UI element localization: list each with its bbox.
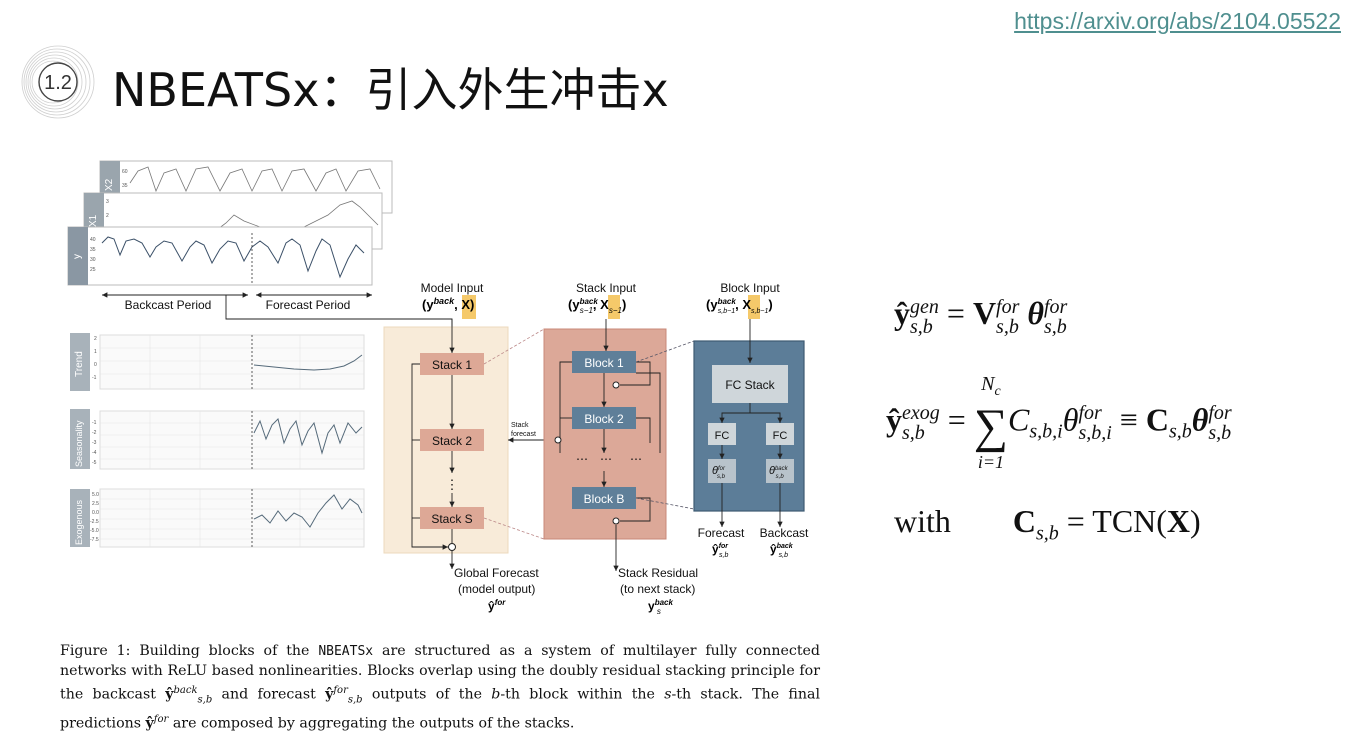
section-badge: 1.2 xyxy=(21,45,95,119)
arxiv-link[interactable]: https://arxiv.org/abs/2104.05522 xyxy=(1014,8,1341,34)
svg-text:Block B: Block B xyxy=(584,492,625,506)
svg-text:5.0: 5.0 xyxy=(92,492,99,498)
svg-text:Block 2: Block 2 xyxy=(584,412,624,426)
model-input-formula: (yback, X) xyxy=(422,295,476,319)
section-number: 1.2 xyxy=(44,72,72,94)
figure-caption: Figure 1: Building blocks of the NBEATSx… xyxy=(60,643,821,732)
svg-text:2.5: 2.5 xyxy=(92,501,99,507)
theta-backcast xyxy=(766,459,794,483)
input-panel-y: y 40 35 30 25 xyxy=(67,226,373,286)
svg-text:-4: -4 xyxy=(92,450,97,456)
svg-text:Block 1: Block 1 xyxy=(584,356,624,370)
svg-text:35: 35 xyxy=(122,183,128,189)
svg-text:⋮: ⋮ xyxy=(446,477,459,492)
component-panel-exogenous: Exogenous 5.0 2.5 0.0 -2.5 -5.0 -7.5 xyxy=(70,488,365,548)
svg-text:FC Stack: FC Stack xyxy=(725,378,775,392)
svg-text:1: 1 xyxy=(94,349,97,355)
svg-text:forecast: forecast xyxy=(511,431,536,438)
svg-text:Stack: Stack xyxy=(511,422,529,429)
svg-text:ŷfors,b: ŷfors,b xyxy=(712,542,729,559)
theta-forecast xyxy=(708,459,736,483)
svg-text:30: 30 xyxy=(90,257,96,263)
fc-stack xyxy=(712,365,788,403)
svg-text:Global Forecast: Global Forecast xyxy=(454,566,539,580)
backcast-output-label: Backcast xyxy=(760,526,809,540)
svg-text:-2: -2 xyxy=(92,430,97,436)
svg-text:-5.0: -5.0 xyxy=(90,528,99,534)
page-title: NBEATSx：引入外生冲击x xyxy=(112,63,669,117)
svg-text:⋯: ⋯ xyxy=(600,452,612,466)
panel-label-y: y xyxy=(72,254,83,259)
svg-text:FC: FC xyxy=(715,430,730,442)
svg-text:60: 60 xyxy=(122,169,128,175)
stack-1 xyxy=(420,353,484,375)
fc-right xyxy=(766,423,794,445)
svg-text:(model output): (model output) xyxy=(458,582,535,596)
svg-text:Stack S: Stack S xyxy=(431,512,472,526)
block-b xyxy=(572,487,636,509)
svg-text:-5: -5 xyxy=(92,460,97,466)
stack-2 xyxy=(420,429,484,451)
svg-text:-1: -1 xyxy=(92,420,97,426)
panel-label-x2: X2 xyxy=(104,178,115,191)
svg-text:25: 25 xyxy=(90,267,96,273)
svg-text:(yback, X): (yback, X) xyxy=(422,296,474,312)
block-2 xyxy=(572,407,636,429)
nbeatsx-diagram: X2 60 35 X1 3 2 y 40 35 30 25 Backcast P… xyxy=(67,160,809,616)
component-panel-trend: Trend 2 1 0 -1 xyxy=(70,333,365,391)
forecast-output-label: Forecast xyxy=(698,526,745,540)
stack-s xyxy=(420,507,484,529)
svg-text:Seasonality: Seasonality xyxy=(74,420,84,467)
svg-text:40: 40 xyxy=(90,237,96,243)
panel-label-x1: X1 xyxy=(88,214,99,227)
svg-text:ŷfor: ŷfor xyxy=(488,598,506,613)
svg-text:35: 35 xyxy=(90,247,96,253)
svg-text:2: 2 xyxy=(94,336,97,342)
svg-text:0: 0 xyxy=(94,362,97,368)
svg-text:Stack Residual: Stack Residual xyxy=(618,566,698,580)
forecast-period-label: Forecast Period xyxy=(266,298,351,312)
svg-text:3: 3 xyxy=(106,199,109,205)
svg-text:-1: -1 xyxy=(92,375,97,381)
block-input-title: Block Input xyxy=(720,281,780,295)
svg-text:⋯: ⋯ xyxy=(576,452,588,466)
svg-text:(to next stack): (to next stack) xyxy=(620,582,695,596)
svg-text:Stack 1: Stack 1 xyxy=(432,358,472,372)
svg-text:-3: -3 xyxy=(92,440,97,446)
svg-text:-7.5: -7.5 xyxy=(90,537,99,543)
svg-text:⋯: ⋯ xyxy=(630,452,642,466)
svg-text:Exogenous: Exogenous xyxy=(74,499,84,545)
svg-text:2: 2 xyxy=(106,213,109,219)
svg-text:ŷbacks,b: ŷbacks,b xyxy=(770,542,794,559)
model-input-title: Model Input xyxy=(421,281,484,295)
svg-text:0.0: 0.0 xyxy=(92,510,99,516)
stack-input-title: Stack Input xyxy=(576,281,637,295)
svg-text:Trend: Trend xyxy=(74,351,85,377)
block-1 xyxy=(572,351,636,373)
svg-text:FC: FC xyxy=(773,430,788,442)
svg-text:Stack 2: Stack 2 xyxy=(432,434,472,448)
backcast-period-label: Backcast Period xyxy=(125,298,212,312)
component-panel-seasonality: Seasonality -1 -2 -3 -4 -5 xyxy=(70,409,365,470)
fc-left xyxy=(708,423,736,445)
svg-text:-2.5: -2.5 xyxy=(90,519,99,525)
